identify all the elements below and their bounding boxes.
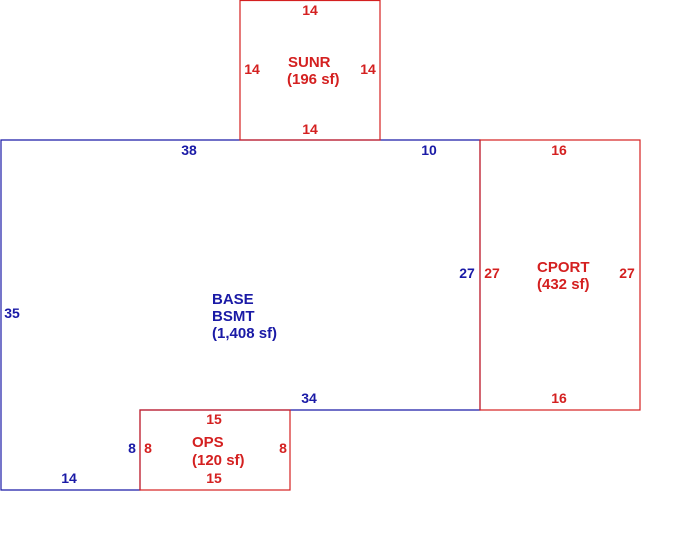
cport-bottom-dim: 16 <box>551 390 567 406</box>
base-top-left-dim: 38 <box>181 142 197 158</box>
sunroom-outline <box>239 0 381 141</box>
base-bottom-left-dim: 14 <box>61 470 77 486</box>
ops-name: OPS <box>192 434 224 451</box>
base-area: (1,408 sf) <box>212 325 277 342</box>
ops-area: (120 sf) <box>192 452 245 469</box>
base-name-line2: BSMT <box>212 308 255 325</box>
ops-outline <box>139 409 291 491</box>
ops-right-dim: 8 <box>279 440 287 456</box>
ops-top-dim: 15 <box>206 411 222 427</box>
carport-outline <box>479 139 641 411</box>
sunr-area: (196 sf) <box>287 71 340 88</box>
base-bottom-step-dim: 34 <box>301 390 317 406</box>
cport-left-dim: 27 <box>484 265 500 281</box>
base-right-dim: 27 <box>459 265 475 281</box>
cport-name: CPORT <box>537 259 590 276</box>
ops-bottom-dim: 15 <box>206 470 222 486</box>
cport-top-dim: 16 <box>551 142 567 158</box>
sunr-left-dim: 14 <box>244 61 260 77</box>
base-step-side-dim: 8 <box>128 440 136 456</box>
cport-area: (432 sf) <box>537 276 590 293</box>
base-name-line1: BASE <box>212 291 254 308</box>
sunr-top-dim: 14 <box>302 2 318 18</box>
sunr-right-dim: 14 <box>360 61 376 77</box>
base-left-dim: 35 <box>4 305 20 321</box>
sunr-bottom-dim: 14 <box>302 121 318 137</box>
base-top-right-dim: 10 <box>421 142 437 158</box>
ops-left-dim: 8 <box>144 440 152 456</box>
cport-right-dim: 27 <box>619 265 635 281</box>
sunr-name: SUNR <box>288 54 331 71</box>
